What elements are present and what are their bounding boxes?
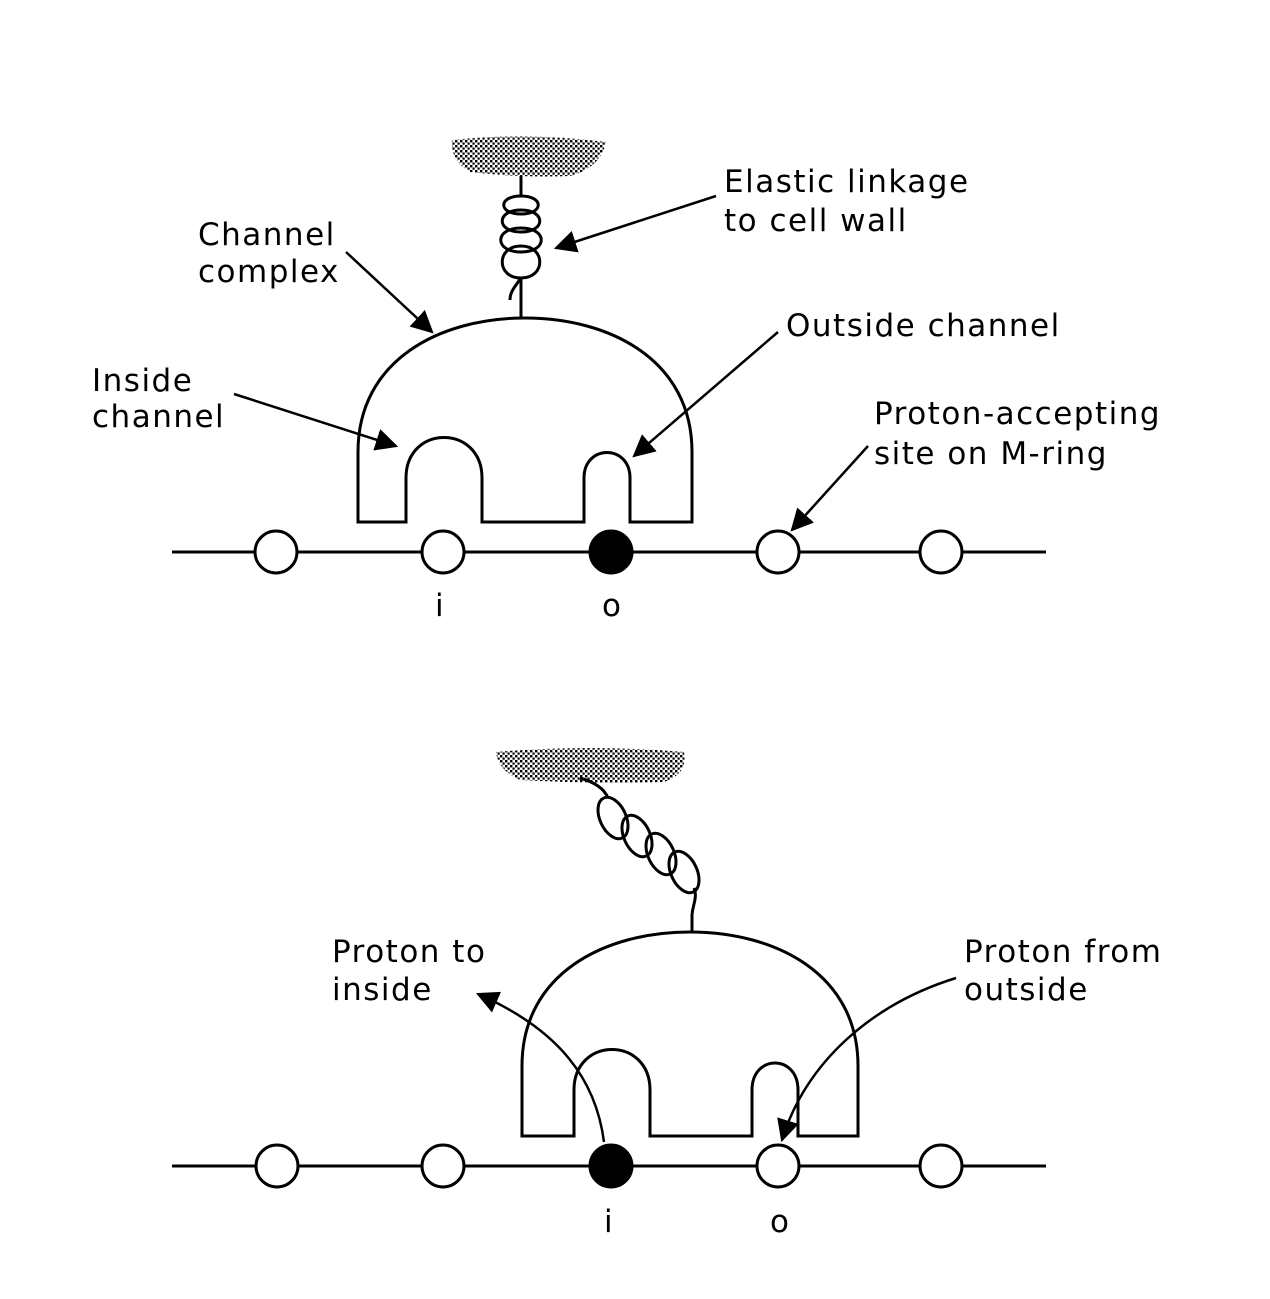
label-site-i-bottom: i [604,1204,614,1240]
proton-site-empty [755,1143,801,1189]
elastic-spring-top [499,176,543,318]
label-channel-complex-2: complex [198,254,340,290]
proton-site-empty [918,529,964,575]
proton-site-occupied [588,529,634,575]
panel-top: Elastic linkage to cell wall Channel com… [92,136,1161,624]
label-site-i-top: i [435,588,445,624]
label-proton-site-1: Proton-accepting [874,396,1161,432]
label-elastic-linkage-2: to cell wall [724,203,908,239]
arrow-outside-channel [632,331,779,458]
label-proton-from-outside-1: Proton from [964,934,1162,970]
label-proton-to-inside-2: inside [332,972,433,1008]
arrow-inside-channel [233,392,399,451]
label-proton-to-inside-1: Proton to [332,934,486,970]
proton-site-empty [420,529,466,575]
proton-site-occupied [588,1143,634,1189]
proton-site-empty [755,529,801,575]
label-site-o-top: o [602,588,622,624]
arrow-channel-complex [345,251,434,334]
channel-complex-top [356,316,694,524]
proton-site-empty [420,1143,466,1189]
arrow-proton-to-inside [475,991,606,1143]
proton-site-empty [254,1143,300,1189]
proton-site-empty [253,529,299,575]
arrow-proton-site [790,445,869,532]
site-group-top [253,529,964,575]
label-inside-channel-1: Inside [92,363,193,399]
proton-site-empty [918,1143,964,1189]
elastic-spring-bottom [579,776,701,932]
arrow-elastic-linkage [553,194,717,253]
label-elastic-linkage-1: Elastic linkage [724,164,970,200]
site-group-bottom [254,1143,964,1189]
label-proton-site-2: site on M-ring [874,436,1108,472]
label-proton-from-outside-2: outside [964,972,1089,1008]
arrow-proton-from-outside [777,976,957,1143]
panel-bottom: Proton to inside Proton from outside i o [172,748,1162,1240]
cell-wall-bottom [496,748,685,783]
label-channel-complex-1: Channel [198,217,336,253]
channel-complex-bottom [520,930,860,1138]
label-inside-channel-2: channel [92,399,225,435]
cell-wall-top [451,136,606,177]
label-outside-channel: Outside channel [786,308,1061,344]
label-site-o-bottom: o [770,1204,790,1240]
